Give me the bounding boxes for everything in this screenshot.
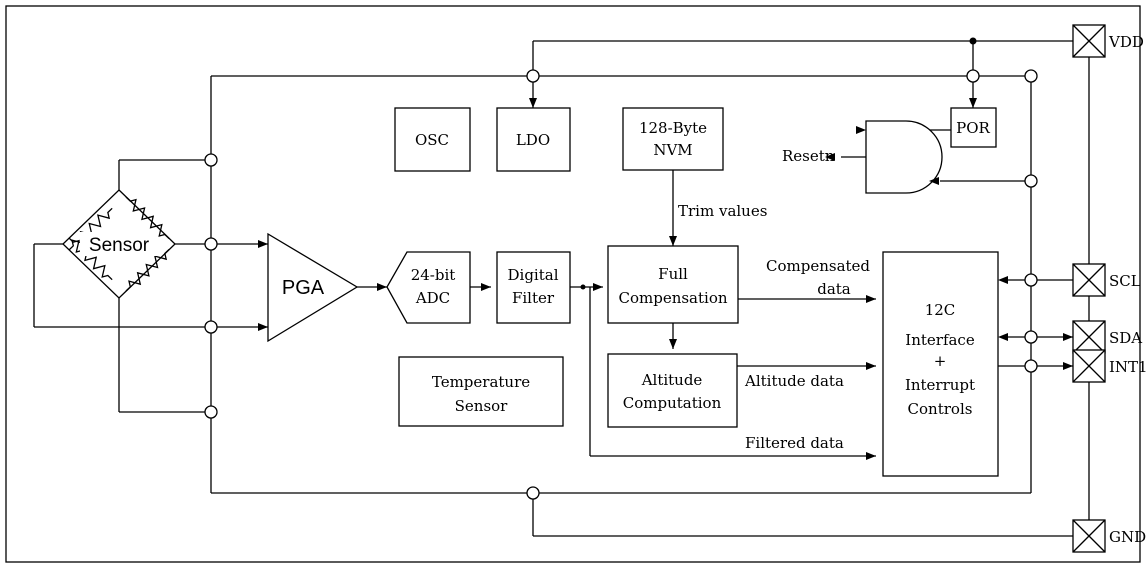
svg-text:LDO: LDO [516,131,550,149]
full-compensation-block: Full Compensation [607,245,739,324]
svg-text:Full: Full [658,265,688,283]
nvm-block: 128-Byte NVM [622,107,724,171]
compensated-data-label-line1: Compensated [766,257,870,275]
sensor-bridge-wiring [33,159,268,413]
svg-text:Altitude: Altitude [641,371,703,389]
sda-pin: SDA [1072,320,1142,354]
svg-text:GND: GND [1109,528,1146,546]
svg-text:VDD: VDD [1108,33,1144,51]
junction-circles [204,69,1038,500]
svg-text:POR: POR [956,119,990,137]
svg-text:PGA: PGA [282,277,325,299]
trim-values-label: Trim values [678,202,767,220]
filter-junction-dot [580,284,586,290]
altitude-computation-block: Altitude Computation [607,353,738,428]
osc-block: OSC [394,107,471,172]
svg-text:Digital: Digital [508,266,559,284]
svg-text:128-Byte: 128-Byte [639,119,707,137]
svg-text:ADC: ADC [415,289,450,307]
svg-text:Compensation: Compensation [618,289,727,307]
i2c-interface-block: 12C Interface + Interrupt Controls [882,251,999,477]
ldo-block: LDO [496,107,571,172]
gnd-pin: GND [1072,519,1146,553]
svg-text:Interface: Interface [905,331,975,349]
filtered-data-label: Filtered data [745,434,844,452]
svg-text:Sensor: Sensor [89,235,150,256]
pga-block: PGA [267,232,359,343]
signal-wiring [357,129,1073,457]
svg-text:OSC: OSC [415,131,449,149]
chip-boundary [5,5,1141,563]
svg-text:Temperature: Temperature [432,373,530,391]
por-block: POR [950,107,997,148]
svg-text:Computation: Computation [623,394,722,412]
svg-text:12C: 12C [925,301,956,319]
svg-text:24-bit: 24-bit [411,266,456,284]
svg-text:SCL: SCL [1109,272,1141,290]
svg-text:SDA: SDA [1109,329,1142,347]
scl-pin: SCL [1072,263,1141,297]
svg-text:+: + [934,352,947,370]
svg-text:NVM: NVM [653,141,692,159]
vdd-pin: VDD [1072,24,1144,58]
bridge-resistors [68,196,170,292]
vdd-wiring [532,40,1090,552]
resetn-label: Resetn [782,147,835,165]
adc-block: 24-bit ADC [386,251,471,324]
and-gate [865,120,943,194]
svg-text:Controls: Controls [908,400,973,418]
digital-filter-block: Digital Filter [496,251,571,324]
svg-text:INT1: INT1 [1109,358,1147,376]
svg-text:Filter: Filter [512,289,555,307]
temperature-sensor-block: Temperature Sensor [398,356,564,427]
arrowheads [258,98,1073,460]
compensated-data-label-line2: data [817,280,851,298]
svg-text:Sensor: Sensor [455,397,509,415]
svg-text:Interrupt: Interrupt [905,376,975,394]
altitude-data-label: Altitude data [744,372,844,390]
int1-pin: INT1 [1072,349,1147,383]
vdd-junction-dot [969,37,977,45]
sensor-label: Sensor [80,232,158,256]
